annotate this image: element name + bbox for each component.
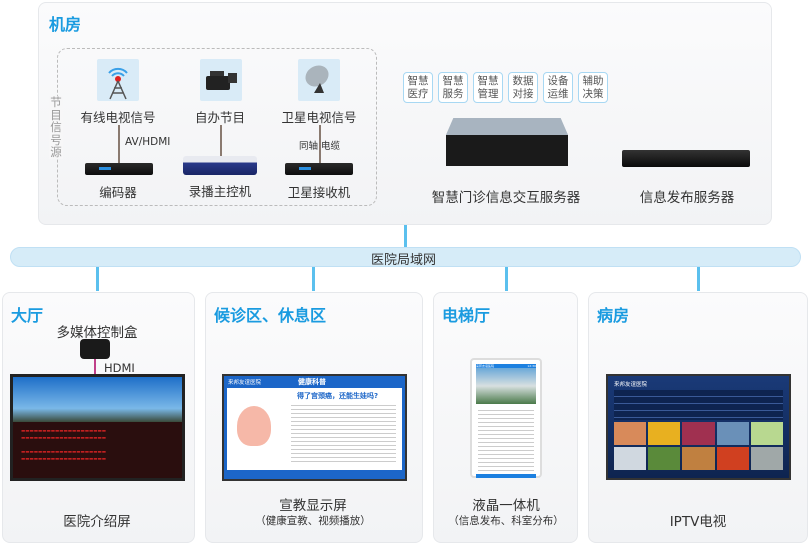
- signal-source-label: 节目信号源: [49, 95, 63, 159]
- connection-label: 同轴 电缆: [299, 141, 341, 152]
- feature-tag: 智慧医疗: [403, 72, 433, 103]
- control-box-label: 多媒体控制盒: [56, 325, 138, 341]
- connector-line: [404, 225, 407, 247]
- zone-title: 候诊区、休息区: [214, 306, 327, 325]
- video-camera-icon: [200, 59, 242, 101]
- connector-line: [505, 267, 508, 291]
- machine-room-panel: 机房: [38, 2, 772, 225]
- screen-headline: 得了宫颈癌，还能生娃吗?: [297, 392, 379, 400]
- feature-tag: 数据对接: [508, 72, 538, 103]
- iptv-screen: 来邦友谊医院: [606, 374, 791, 480]
- feature-tag-text: 医疗: [407, 88, 429, 100]
- publishing-server: [622, 150, 750, 167]
- screen-title: 健康科普: [298, 378, 326, 386]
- feature-tag-text: 数据: [512, 75, 534, 87]
- education-screen: 来邦友谊医院 健康科普 得了宫颈癌，还能生娃吗?: [222, 374, 407, 481]
- connector-line: [220, 125, 222, 160]
- screen-time: 12:30: [527, 364, 536, 368]
- feature-tag: 智慧服务: [438, 72, 468, 103]
- hospital-intro-screen: ▬▬▬▬▬▬▬▬▬▬▬▬▬▬▬▬▬▬▬▬▬▬▬▬▬▬▬▬▬▬▬▬▬▬▬▬▬▬▬▬…: [10, 374, 185, 481]
- feature-tag: 智慧管理: [473, 72, 503, 103]
- source-label: 有线电视信号: [80, 110, 156, 125]
- connector-line: [697, 267, 700, 291]
- satellite-receiver-device: [285, 163, 353, 175]
- screen-header: 来邦友谊医院: [614, 382, 648, 388]
- zone-title: 大厅: [11, 306, 44, 325]
- hospital-lan-label: 医院局域网: [371, 253, 437, 268]
- device-label: 宣教显示屏: [279, 498, 347, 514]
- recording-host-device: [183, 156, 257, 175]
- multimedia-control-box: [80, 339, 110, 359]
- hospital-lan-bar: 医院局域网: [10, 247, 801, 268]
- feature-tag-text: 管理: [477, 88, 499, 100]
- device-sub-label: （健康宣教、视频播放）: [255, 515, 371, 527]
- connector-line: [118, 125, 120, 165]
- device-label: 液晶一体机: [472, 498, 540, 514]
- feature-tag-text: 决策: [582, 88, 604, 100]
- device-label: IPTV电视: [669, 514, 727, 530]
- device-label: 医院介绍屏: [63, 514, 131, 530]
- device-sub-label: （信息发布、科室分布）: [448, 515, 564, 527]
- connection-label: AV/HDMI: [125, 136, 171, 148]
- source-label: 自办节目: [194, 110, 246, 125]
- feature-tag-text: 智慧: [442, 75, 464, 87]
- hdmi-cable: [94, 359, 96, 375]
- connector-line: [312, 267, 315, 291]
- machine-room-title: 机房: [49, 15, 82, 34]
- source-label: 卫星电视信号: [281, 110, 357, 125]
- feature-tag: 设备运维: [543, 72, 573, 103]
- interaction-server: [446, 118, 568, 166]
- encoder-device: [85, 163, 153, 175]
- feature-tag-text: 设备: [547, 75, 569, 87]
- feature-tag-text: 服务: [442, 88, 464, 100]
- feature-tag: 辅助决策: [578, 72, 608, 103]
- device-label: 编码器: [99, 185, 137, 200]
- screen-header: 来邦友谊医院: [228, 380, 262, 386]
- connector-line: [96, 267, 99, 291]
- connector-line: [319, 125, 321, 165]
- hdmi-label: HDMI: [104, 361, 135, 375]
- device-label: 录播主控机: [188, 184, 252, 199]
- lcd-kiosk: 来邦友谊医院 12:30: [470, 358, 542, 478]
- feature-tag-text: 智慧: [407, 75, 429, 87]
- device-label: 卫星接收机: [287, 185, 351, 200]
- server-label: 智慧门诊信息交互服务器: [431, 190, 581, 206]
- satellite-dish-icon: [298, 59, 340, 101]
- screen-header: 来邦友谊医院: [476, 364, 495, 368]
- feature-tag-text: 智慧: [477, 75, 499, 87]
- feature-tag-text: 运维: [547, 88, 569, 100]
- feature-tag-text: 辅助: [582, 75, 604, 87]
- zone-title: 病房: [597, 306, 630, 325]
- zone-title: 电梯厅: [442, 306, 491, 325]
- antenna-tower-icon: [97, 59, 139, 101]
- server-label: 信息发布服务器: [639, 190, 735, 206]
- feature-tag-text: 对接: [512, 88, 534, 100]
- baby-illustration: [237, 406, 271, 446]
